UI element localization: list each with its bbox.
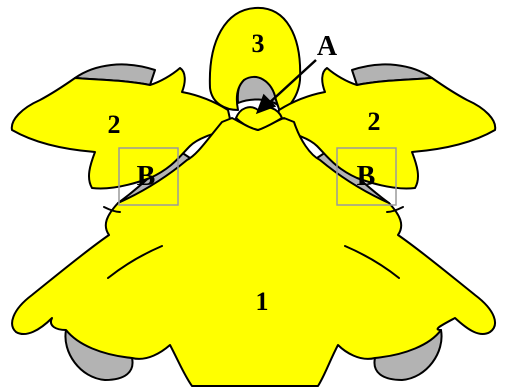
- label-region-2-right: 2: [368, 107, 381, 136]
- label-pointer-a: A: [317, 31, 338, 62]
- body-region-1: [12, 118, 495, 386]
- label-box-b-right: B: [357, 161, 376, 192]
- label-region-1: 1: [256, 287, 269, 316]
- label-box-b-left: B: [137, 161, 156, 192]
- label-region-2-left: 2: [108, 110, 121, 139]
- bone: [12, 8, 495, 386]
- label-region-3: 3: [252, 29, 265, 58]
